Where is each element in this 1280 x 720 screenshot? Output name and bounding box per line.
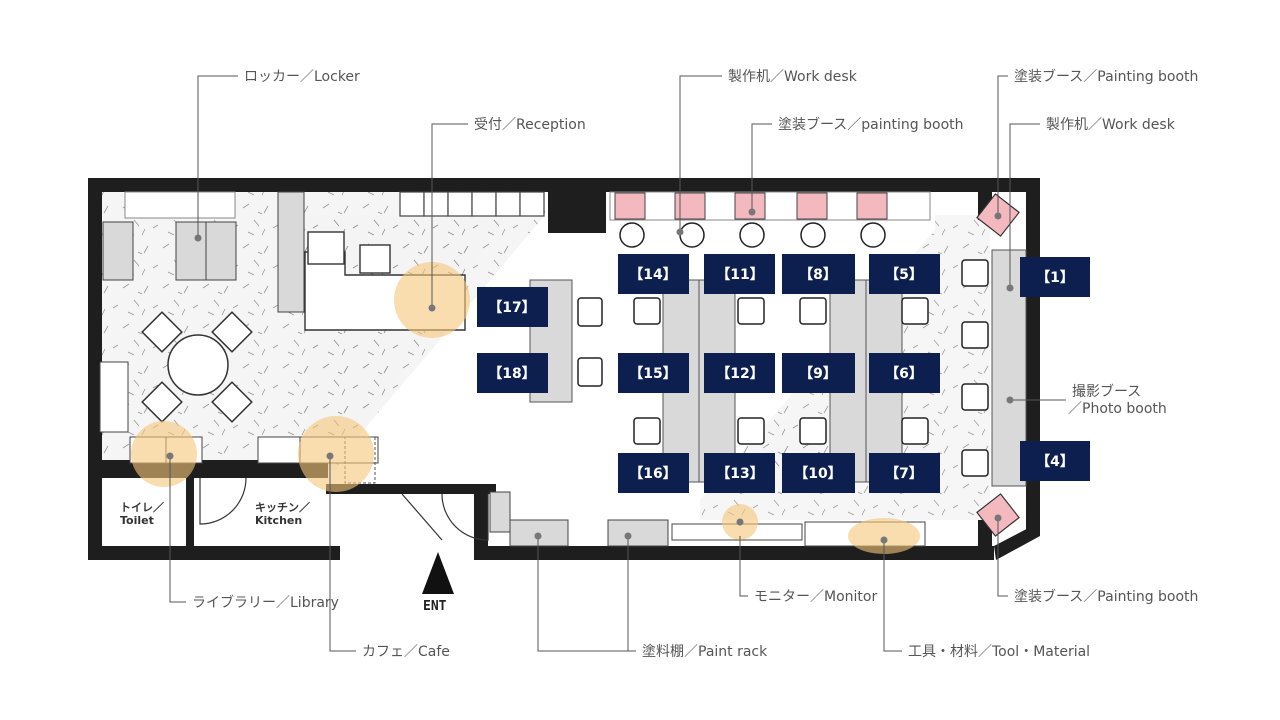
seat-badge-15[interactable]: 【15】 bbox=[618, 353, 689, 393]
seat-badge-1[interactable]: 【1】 bbox=[1020, 257, 1090, 297]
callout-painting-booth-center: 塗装ブース／painting booth bbox=[778, 116, 964, 133]
bottom-left-wall bbox=[88, 546, 340, 560]
left-shelf bbox=[102, 221, 134, 281]
callout-cafe: カフェ／Cafe bbox=[362, 644, 450, 660]
seat-label: 【12】 bbox=[716, 366, 763, 382]
reception-shelves bbox=[399, 191, 545, 217]
seat-badge-4[interactable]: 【4】 bbox=[1020, 441, 1090, 481]
callout-library: ライブラリー／Library bbox=[192, 594, 339, 611]
seat-badge-5[interactable]: 【5】 bbox=[869, 254, 940, 294]
desk-chairs bbox=[577, 259, 989, 477]
seat-badge-14[interactable]: 【14】 bbox=[618, 254, 689, 294]
toilet-label-en: Toilet bbox=[120, 514, 154, 527]
toilet-label-jp: トイレ／ bbox=[120, 501, 164, 514]
seat-label: 【9】 bbox=[799, 366, 837, 382]
seat-badge-7[interactable]: 【7】 bbox=[869, 453, 940, 493]
seat-label: 【15】 bbox=[629, 366, 676, 382]
callout-tool-material: 工具・材料／Tool・Material bbox=[908, 644, 1090, 660]
lounge-chair bbox=[211, 311, 253, 353]
toilet-kitchen-divider bbox=[186, 470, 194, 550]
stools bbox=[619, 222, 886, 248]
leader-dots bbox=[166, 208, 1014, 544]
entrance-arrow-icon bbox=[422, 552, 454, 594]
round-table bbox=[167, 334, 229, 396]
seat-badge-13[interactable]: 【13】 bbox=[704, 453, 775, 493]
callout-paint-rack: 塗料棚／Paint rack bbox=[642, 643, 768, 660]
callout-locker: ロッカー／Locker bbox=[244, 69, 360, 85]
callout-painting-booth-bottom-right: 塗装ブース／Painting booth bbox=[1014, 588, 1198, 605]
seat-label: 【17】 bbox=[488, 300, 535, 316]
entrance-label: ENT bbox=[423, 599, 447, 614]
bench bbox=[99, 361, 129, 433]
seat-label: 【7】 bbox=[885, 466, 923, 482]
seat-label: 【8】 bbox=[799, 267, 837, 283]
callout-reception: 受付／Reception bbox=[474, 117, 586, 133]
seat-label: 【1】 bbox=[1036, 270, 1074, 286]
seat-badge-8[interactable]: 【8】 bbox=[782, 254, 855, 294]
partition-panel bbox=[277, 191, 305, 313]
seat-label: 【6】 bbox=[885, 366, 923, 382]
kitchen-label-en: Kitchen bbox=[255, 514, 302, 527]
lounge-chair bbox=[141, 311, 183, 353]
seat-label: 【11】 bbox=[716, 267, 763, 283]
callout-work-desk-top: 製作机／Work desk bbox=[728, 69, 858, 85]
room-labels: トイレ／ Toilet キッチン／ Kitchen bbox=[120, 501, 310, 527]
seat-label: 【14】 bbox=[629, 267, 676, 283]
bottom-right-wall bbox=[474, 546, 994, 560]
entrance-post bbox=[474, 484, 488, 560]
right-wall bbox=[1026, 178, 1040, 536]
seat-badges: 【1】 【4】 【5】 【6】 【7】 【8】 【9】 【10】 【11】 【1… bbox=[477, 254, 1090, 493]
callout-monitor: モニター／Monitor bbox=[754, 589, 877, 605]
callout-work-desk-right: 製作机／Work desk bbox=[1046, 117, 1176, 133]
kitchen-label-jp: キッチン／ bbox=[255, 501, 310, 514]
entrance-marker: ENT bbox=[422, 552, 454, 614]
seat-badge-17[interactable]: 【17】 bbox=[477, 287, 548, 327]
lounge-chair bbox=[141, 381, 183, 423]
seat-badge-11[interactable]: 【11】 bbox=[704, 254, 775, 294]
callout-photo-booth-line1: 撮影ブース bbox=[1072, 383, 1141, 400]
entrance-wall bbox=[326, 484, 496, 494]
doors bbox=[199, 477, 489, 541]
seat-label: 【4】 bbox=[1036, 454, 1074, 470]
seat-label: 【5】 bbox=[885, 267, 923, 283]
seat-label: 【13】 bbox=[716, 466, 763, 482]
seat-badge-6[interactable]: 【6】 bbox=[869, 353, 940, 393]
callout-labels: ロッカー／Locker 受付／Reception 製作机／Work desk 塗… bbox=[192, 68, 1198, 660]
seat-badge-10[interactable]: 【10】 bbox=[782, 453, 855, 493]
lounge-chair bbox=[211, 381, 253, 423]
seat-label: 【10】 bbox=[794, 466, 841, 482]
seat-badge-9[interactable]: 【9】 bbox=[782, 353, 855, 393]
seat-badge-12[interactable]: 【12】 bbox=[704, 353, 775, 393]
seat-label: 【16】 bbox=[629, 466, 676, 482]
seat-badge-18[interactable]: 【18】 bbox=[477, 353, 548, 393]
seat-label: 【18】 bbox=[488, 366, 535, 382]
callout-photo-booth-line2: ／Photo booth bbox=[1068, 401, 1167, 417]
pillar-top bbox=[548, 185, 606, 233]
callout-painting-booth-top-right: 塗装ブース／Painting booth bbox=[1014, 68, 1198, 85]
seat-badge-16[interactable]: 【16】 bbox=[618, 453, 689, 493]
leader-lines bbox=[169, 75, 1066, 652]
